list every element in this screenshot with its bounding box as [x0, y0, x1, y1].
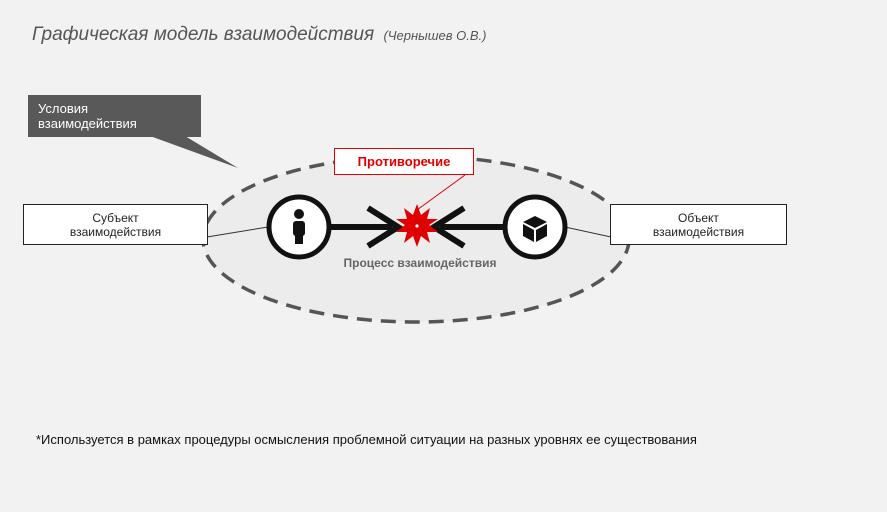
cube-icon — [523, 216, 547, 242]
conditions-label: Условия взаимодействия — [38, 101, 137, 131]
title-author: (Чернышев О.В.) — [383, 28, 487, 43]
process-label: Процесс взаимодействия — [343, 256, 497, 270]
contradiction-box: Противоречие — [334, 148, 474, 175]
contradiction-label: Противоречие — [357, 154, 451, 169]
subject-box: Субъект взаимодействия — [23, 204, 208, 245]
object-box: Объект взаимодействия — [610, 204, 787, 245]
arrow-subject-to-center — [330, 205, 404, 249]
conditions-callout-pointer — [150, 136, 238, 168]
person-icon — [293, 209, 305, 244]
burst-center — [415, 224, 419, 228]
subject-connector — [206, 226, 269, 238]
footnote: *Используется в рамках процедуры осмысле… — [36, 432, 697, 447]
arrow-object-to-center — [428, 205, 504, 249]
object-label: Объект взаимодействия — [652, 210, 745, 239]
contradiction-pointer — [416, 174, 466, 211]
title-main: Графическая модель взаимодействия — [32, 24, 375, 45]
object-connector — [564, 226, 612, 238]
page-title: Графическая модель взаимодействия (Черны… — [32, 24, 487, 46]
conditions-callout: Условия взаимодействия — [28, 95, 201, 137]
subject-label: Субъект взаимодействия — [69, 210, 162, 239]
